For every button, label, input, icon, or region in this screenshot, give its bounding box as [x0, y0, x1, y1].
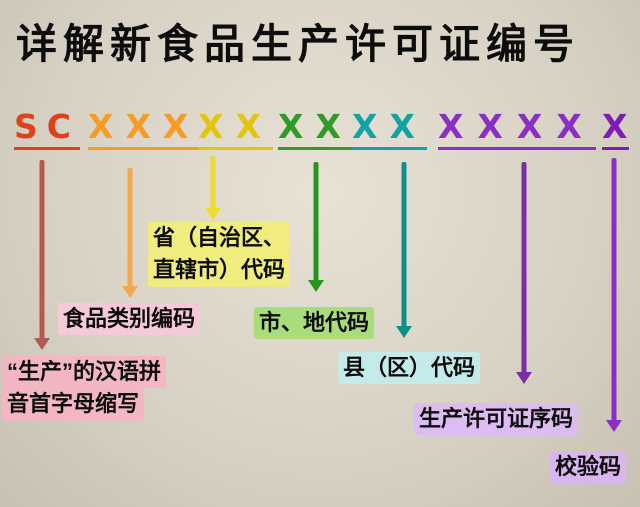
- label-city-code: 市、地代码: [254, 307, 375, 340]
- label-license-serial-code: 生产许可证序码: [414, 403, 579, 436]
- highlight: 省（自治区、: [148, 222, 291, 255]
- label-province-code: 省（自治区、 直辖市）代码: [148, 222, 291, 287]
- down-arrow-icon-city: [307, 162, 325, 292]
- arrow-head: [122, 286, 138, 298]
- code-group-check: X: [602, 110, 630, 150]
- highlight: 市、地代码: [254, 307, 375, 340]
- highlight: 校验码: [550, 451, 627, 484]
- code-group-serial: XXXX: [438, 110, 596, 150]
- down-arrow-icon-county: [395, 162, 413, 338]
- arrow-head: [516, 372, 532, 384]
- arrow-head: [308, 280, 324, 292]
- arrow-stem: [401, 162, 407, 328]
- arrow-head: [396, 326, 412, 338]
- arrow-stem: [210, 156, 216, 210]
- highlight: 县（区）代码: [338, 352, 481, 385]
- arrow-stem: [127, 168, 133, 288]
- code-group-county: XX: [352, 110, 427, 150]
- down-arrow-icon-province: [204, 156, 222, 220]
- code-group-food-category: XXX: [88, 110, 201, 150]
- highlight: 直辖市）代码: [148, 254, 291, 287]
- down-arrow-icon-serial: [515, 162, 533, 384]
- label-county-code: 县（区）代码: [338, 352, 481, 385]
- arrow-stem: [611, 158, 617, 422]
- label-sc-pinyin-abbreviation: “生产”的汉语拼 音首字母缩写: [2, 356, 167, 421]
- down-arrow-icon-food-category: [121, 168, 139, 298]
- label-food-category-code: 食品类别编码: [58, 303, 201, 336]
- label-check-code: 校验码: [550, 451, 627, 484]
- down-arrow-icon-check: [605, 158, 623, 432]
- highlight: “生产”的汉语拼: [2, 356, 167, 389]
- arrow-stem: [313, 162, 319, 282]
- page-title: 详解新食品生产许可证编号: [16, 21, 580, 67]
- arrow-stem: [39, 160, 45, 340]
- arrow-stem: [521, 162, 527, 374]
- code-group-city: XX: [278, 110, 353, 150]
- highlight: 生产许可证序码: [414, 403, 579, 436]
- highlight: 食品类别编码: [58, 303, 201, 336]
- arrow-head: [606, 420, 622, 432]
- code-group-sc: SC: [14, 110, 80, 150]
- arrow-head: [205, 208, 221, 220]
- down-arrow-icon-sc: [33, 160, 51, 350]
- arrow-head: [34, 338, 50, 350]
- code-group-province: XX: [198, 110, 273, 150]
- highlight: 音首字母缩写: [2, 388, 145, 421]
